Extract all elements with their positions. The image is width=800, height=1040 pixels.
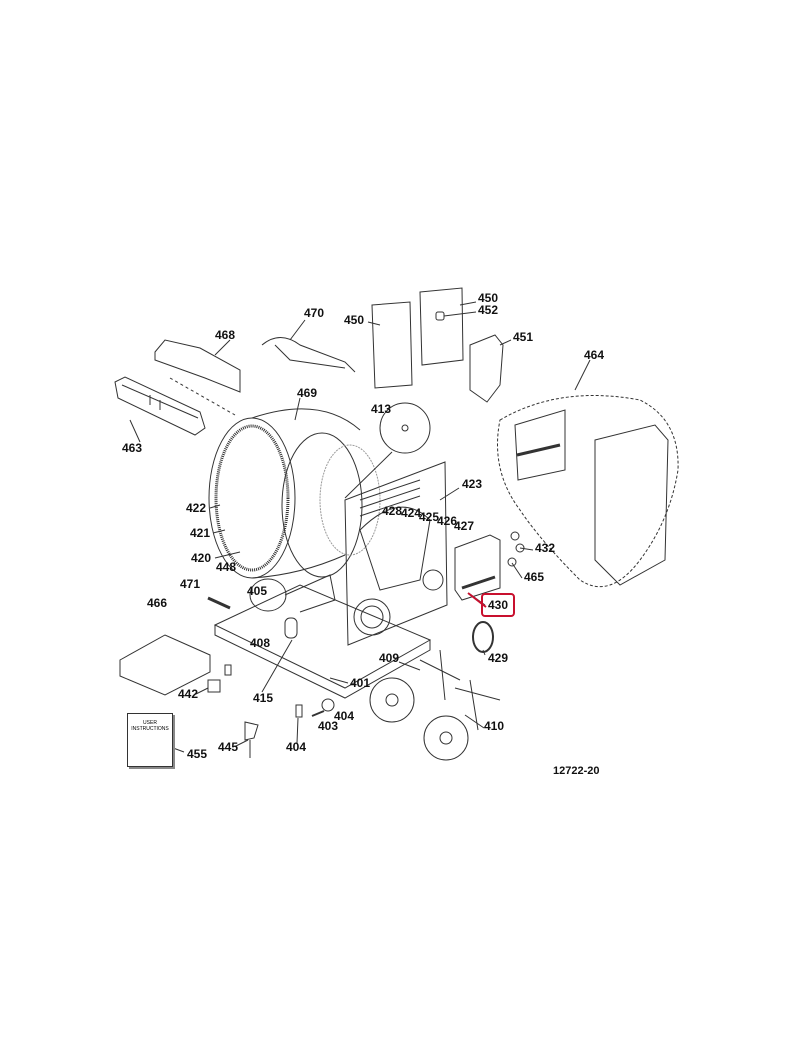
part-label[interactable]: 463	[122, 441, 143, 455]
part-label[interactable]: 421	[190, 526, 211, 540]
part-label[interactable]: 471	[180, 577, 201, 591]
part-label[interactable]: 424	[401, 506, 422, 520]
part-label[interactable]: 451	[513, 330, 534, 344]
cover-466	[119, 634, 211, 696]
part-label[interactable]: 455	[187, 747, 208, 761]
part-label[interactable]: 445	[218, 740, 239, 754]
part-label[interactable]: 423	[462, 477, 483, 491]
panel-450b	[419, 287, 464, 366]
power-cord-445	[244, 721, 259, 758]
part-label[interactable]: 452	[478, 303, 499, 317]
part-label[interactable]: 410	[484, 719, 505, 733]
part-label[interactable]: 420	[191, 551, 212, 565]
panel-450	[371, 301, 413, 389]
part-label[interactable]: 450	[478, 291, 499, 305]
rear-panel	[344, 461, 448, 646]
part-label[interactable]: 468	[215, 328, 236, 342]
wire-harness	[261, 337, 356, 373]
part-label[interactable]: 448	[216, 560, 237, 574]
part-label[interactable]: 415	[253, 691, 274, 705]
part-label[interactable]: 401	[350, 676, 371, 690]
part-label[interactable]: 403	[318, 719, 339, 733]
part-label[interactable]: 413	[371, 402, 392, 416]
base-plate	[213, 584, 432, 689]
part-label[interactable]: 425	[419, 510, 440, 524]
part-label[interactable]: 432	[535, 541, 556, 555]
part-label[interactable]: 466	[147, 596, 168, 610]
part-label[interactable]: 404	[334, 709, 355, 723]
cover-451	[469, 334, 504, 403]
part-label[interactable]: 428	[382, 504, 403, 518]
duct-468	[154, 339, 241, 393]
part-label[interactable]: 464	[584, 348, 605, 362]
ring-429	[472, 621, 494, 653]
diagram-id: 12722-20	[553, 765, 600, 777]
highlighted-part-label-430[interactable]: 430	[481, 593, 516, 617]
part-label[interactable]: 422	[186, 501, 207, 515]
part-label[interactable]: 405	[247, 584, 268, 598]
part-label[interactable]: 408	[250, 636, 271, 650]
part-label[interactable]: 450	[344, 313, 365, 327]
detail-circle-413	[379, 402, 431, 454]
part-label[interactable]: 404	[286, 740, 307, 754]
part-label[interactable]: 442	[178, 687, 199, 701]
detail-region-464	[497, 395, 679, 588]
switch-442	[207, 679, 221, 693]
part-label[interactable]: 426	[437, 514, 458, 528]
part-label[interactable]: 470	[304, 306, 325, 320]
user-instructions-booklet: USER INSTRUCTIONS	[127, 713, 173, 767]
fan-410	[423, 715, 469, 761]
heater-housing	[454, 534, 501, 601]
part-label[interactable]: 427	[454, 519, 475, 533]
part-label[interactable]: 409	[379, 651, 400, 665]
fan-409	[369, 677, 415, 723]
part-label[interactable]: 469	[297, 386, 318, 400]
booklet-title: USER INSTRUCTIONS	[131, 720, 169, 732]
part-label[interactable]: 465	[524, 570, 545, 584]
part-label[interactable]: 429	[488, 651, 509, 665]
filter-463	[114, 376, 206, 436]
